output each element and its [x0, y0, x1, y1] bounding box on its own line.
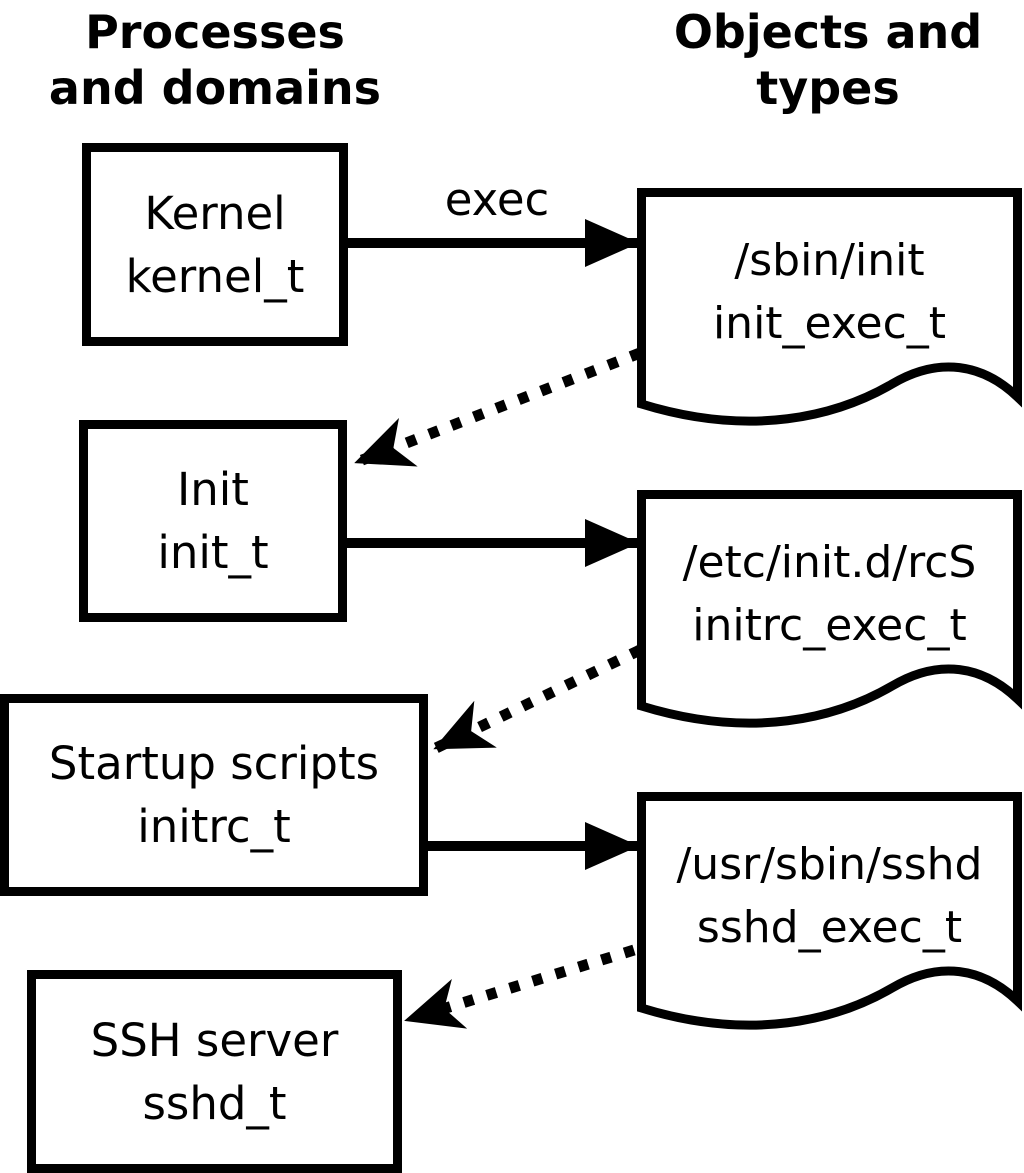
transition-arrow-sshd-exec-to-sshd [404, 944, 636, 1029]
objects-header-line1: Objects and [673, 5, 983, 59]
document-shape [637, 188, 1022, 426]
transition-arrow-init-exec-to-init [354, 347, 642, 468]
object-type: sshd_exec_t [696, 902, 963, 953]
exec-arrow-label: exec [444, 173, 550, 226]
document-shape [637, 490, 1022, 728]
object-doc-usr-sbin-sshd: /usr/sbin/sshd sshd_exec_t [637, 792, 1022, 1037]
object-doc-sbin-init: /sbin/init init_exec_t [637, 188, 1022, 433]
process-box-ssh-server: SSH server sshd_t [27, 970, 402, 1173]
object-path: /etc/init.d/rcS [682, 537, 977, 588]
domain-type: sshd_t [142, 1076, 287, 1130]
objects-header-line2: types [756, 61, 900, 115]
domain-type: kernel_t [125, 249, 305, 303]
transition-arrow-initrc-exec-to-initrc [433, 645, 643, 753]
objects-column-header: Objects and types [632, 4, 1024, 116]
process-box-startup-scripts: Startup scripts initrc_t [0, 694, 428, 896]
process-box-init: Init init_t [79, 420, 347, 622]
process-name: Startup scripts [48, 737, 380, 790]
process-box-kernel: Kernel kernel_t [82, 143, 348, 346]
object-path: /sbin/init [734, 235, 925, 286]
object-type: initrc_exec_t [692, 600, 967, 651]
process-name: SSH server [90, 1013, 339, 1067]
process-name: Init [177, 463, 249, 516]
processes-column-header: Processes and domains [0, 4, 430, 116]
object-path: /usr/sbin/sshd [676, 839, 983, 890]
object-type: init_exec_t [712, 298, 947, 349]
document-shape [637, 792, 1022, 1030]
domain-type: init_t [157, 526, 269, 579]
object-doc-etc-initd-rcs: /etc/init.d/rcS initrc_exec_t [637, 490, 1022, 735]
domain-type: initrc_t [137, 800, 291, 853]
process-name: Kernel [144, 186, 286, 240]
processes-header-line2: and domains [48, 61, 382, 115]
processes-header-line1: Processes [85, 5, 345, 59]
